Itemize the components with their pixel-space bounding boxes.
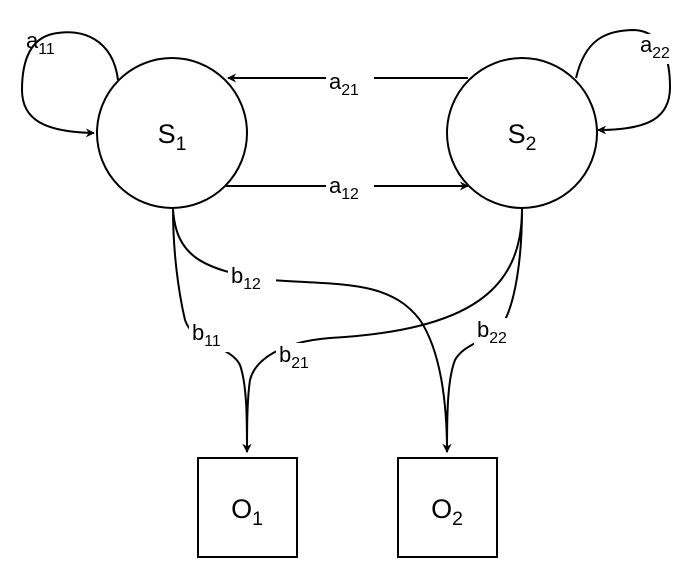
svg-text:S1: S1 — [158, 119, 187, 155]
svg-text:a21: a21 — [329, 69, 359, 99]
observation-o1-sub: 1 — [252, 508, 263, 530]
svg-text:a11: a11 — [26, 28, 55, 58]
label-a21: a21 — [326, 68, 374, 99]
label-b12: b12 — [228, 263, 276, 294]
svg-text:S2: S2 — [508, 119, 537, 155]
svg-text:a12: a12 — [329, 173, 359, 203]
edge-b12 — [172, 208, 452, 453]
observation-o1-label: O — [231, 494, 252, 524]
edge-a11 — [20, 31, 119, 138]
label-a22: a22 — [637, 32, 687, 64]
svg-text:O1: O1 — [231, 494, 263, 530]
state-s2-label: S — [508, 119, 526, 149]
state-node-s2: S2 — [446, 57, 598, 209]
observation-node-o1: O1 — [197, 457, 298, 558]
svg-text:b21: b21 — [279, 342, 309, 372]
svg-text:b22: b22 — [477, 317, 507, 347]
observation-o2-sub: 2 — [452, 508, 463, 530]
edge-b21 — [242, 208, 523, 453]
label-b22: b22 — [474, 317, 522, 348]
observation-o2-label: O — [431, 494, 452, 524]
svg-text:O2: O2 — [431, 494, 463, 530]
svg-text:a22: a22 — [640, 32, 670, 62]
svg-text:b12: b12 — [231, 263, 261, 293]
state-s2-sub: 2 — [526, 133, 537, 155]
label-a11: a11 — [26, 28, 55, 58]
svg-text:b11: b11 — [192, 320, 221, 350]
state-s1-sub: 1 — [176, 133, 187, 155]
state-node-s1: S1 — [96, 57, 248, 209]
label-a12: a12 — [326, 173, 374, 204]
label-b11: b11 — [189, 320, 237, 352]
observation-node-o2: O2 — [397, 457, 498, 558]
state-s1-label: S — [158, 119, 176, 149]
label-b21: b21 — [276, 342, 324, 373]
